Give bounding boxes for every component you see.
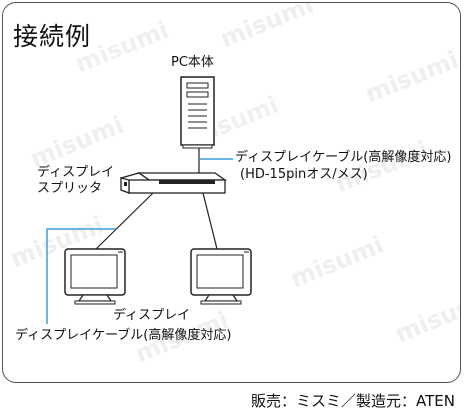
vendor-footer: 販売：ミスミ／製造元：ATEN <box>251 392 455 410</box>
cable-splitter-monitor-right <box>202 192 218 250</box>
monitor-right-icon <box>190 248 252 305</box>
pc-tower-icon <box>180 76 215 149</box>
cable-label-leader-bottom <box>46 228 116 324</box>
splitter-device-icon <box>119 172 228 194</box>
diagram-title: 接続例 <box>13 22 92 51</box>
pc-label: PC本体 <box>171 55 214 70</box>
connection-diagram <box>46 76 252 324</box>
cable-bottom-label: ディスプレイケーブル(高解像度対応) <box>15 328 232 343</box>
splitter-label-line2: スプリッタ <box>37 181 103 196</box>
cable-top-label-line1: ディスプレイケーブル(高解像度対応) <box>235 150 452 165</box>
cable-splitter-monitor-left <box>95 192 154 250</box>
monitor-left-icon <box>64 248 126 305</box>
splitter-label-line1: ディスプレイ <box>37 165 115 180</box>
display-label: ディスプレイ <box>113 308 191 323</box>
diagram-frame: misumi misumi misumi misumi misumi misum… <box>2 2 461 383</box>
cable-top-label-line2: (HD-15pinオス/メス) <box>240 167 368 182</box>
